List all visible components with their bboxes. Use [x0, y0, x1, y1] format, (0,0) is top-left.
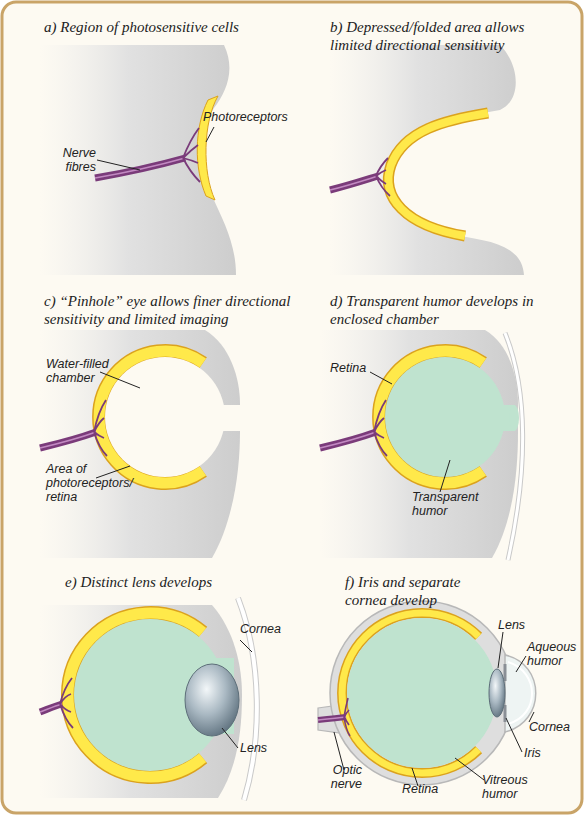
nerve — [330, 176, 378, 190]
panel-d-art — [320, 330, 523, 560]
part-label: Transparent humor — [412, 490, 487, 518]
photoreceptor-outline — [388, 113, 488, 236]
part-label: Lens — [240, 741, 280, 755]
sclera — [330, 601, 514, 785]
nerve-highlight — [330, 176, 378, 190]
panel-a-art — [40, 45, 236, 275]
part-label: Retina — [330, 361, 390, 375]
part-label: Aqueous humor — [527, 640, 582, 668]
part-label: Lens — [498, 618, 538, 632]
nerve-highlight — [40, 432, 96, 448]
part-label: Area of photoreceptors/ retina — [46, 462, 138, 504]
panel-heading: d) Transparent humor develops in enclose… — [330, 292, 540, 328]
nerve-fibres — [374, 400, 387, 456]
part-label: Iris — [524, 746, 554, 760]
leader-line — [370, 372, 450, 492]
nerve-fibres — [60, 678, 73, 728]
lens — [489, 669, 505, 717]
nerve-highlight — [95, 158, 185, 178]
leader-line — [222, 640, 252, 748]
tissue — [330, 45, 524, 275]
part-label: Optic nerve — [320, 763, 362, 791]
leader-line — [334, 632, 534, 786]
panel-b-art — [330, 45, 524, 275]
panel-heading: c) “Pinhole” eye allows finer directiona… — [44, 292, 314, 328]
nerve — [320, 432, 376, 448]
part-label: Cornea — [529, 720, 584, 734]
nerve-fibres — [94, 400, 107, 456]
panel-c-art — [40, 330, 245, 558]
tissue — [40, 330, 240, 558]
nerve — [95, 158, 185, 178]
nerve-highlight — [40, 704, 62, 712]
tissue — [320, 330, 518, 558]
cornea-highlight — [508, 662, 532, 724]
nerve-highlight — [320, 432, 376, 448]
photoreceptor-layer — [388, 113, 488, 236]
humor — [385, 357, 505, 477]
part-label: Water-filled chamber — [46, 357, 121, 385]
leader-line — [97, 127, 214, 170]
nerve — [40, 432, 96, 448]
nerve-highlight — [318, 717, 346, 720]
part-label: Vitreous humor — [482, 773, 540, 801]
panel-heading: a) Region of photosensitive cells — [44, 18, 344, 36]
membrane-outline — [505, 333, 523, 560]
nerve-fibres — [183, 128, 200, 182]
nerve — [40, 704, 62, 712]
nerve-fibres — [376, 158, 390, 196]
membrane — [505, 333, 523, 560]
part-label: Photoreceptors — [203, 110, 303, 124]
lens — [185, 664, 239, 736]
tissue — [40, 45, 236, 275]
panel-heading: e) Distinct lens develops — [65, 573, 315, 591]
pinhole-opening — [215, 405, 245, 431]
leader-line — [96, 372, 140, 478]
part-label: Nerve fibres — [52, 146, 96, 174]
panel-heading: f) Iris and separate cornea develop — [345, 573, 480, 609]
nerve — [318, 717, 346, 720]
panel-heading: b) Depressed/folded area allows limited … — [330, 18, 544, 54]
panel-e-art — [40, 598, 257, 800]
vitreous-humor — [347, 618, 497, 768]
water-chamber — [105, 357, 225, 477]
part-label: Cornea — [240, 622, 300, 636]
tissue — [40, 605, 242, 798]
part-label: Retina — [402, 782, 462, 796]
humor-bulge — [509, 405, 519, 431]
nerve-fibres — [344, 698, 350, 736]
